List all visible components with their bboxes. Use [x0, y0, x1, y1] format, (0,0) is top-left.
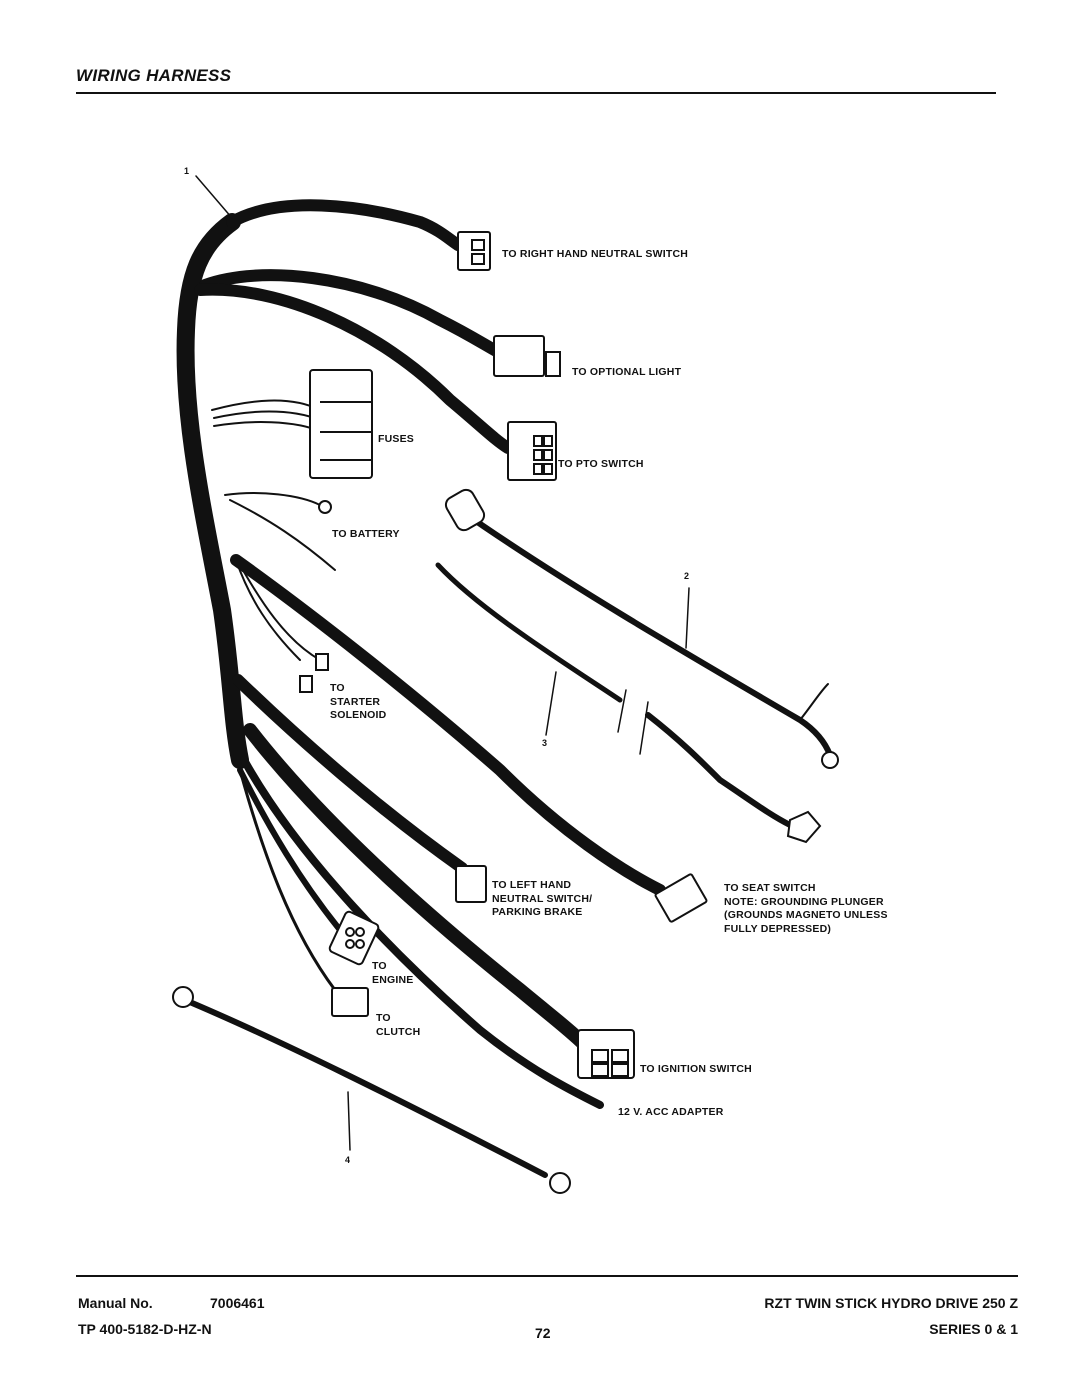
callout-line-3	[545, 671, 557, 736]
callout-3: 3	[542, 738, 548, 748]
ground-strap-ring-a	[172, 986, 194, 1008]
cable-3	[435, 562, 623, 703]
starter-terminal-a	[299, 675, 313, 693]
page-number: 72	[535, 1325, 551, 1341]
callout-line-1	[195, 175, 233, 219]
connector-seat-switch	[444, 488, 486, 532]
callout-4: 4	[345, 1155, 351, 1165]
branch-seat-switch	[230, 554, 666, 896]
callout-line-2	[685, 587, 690, 649]
label-pto: TO PTO SWITCH	[558, 458, 644, 470]
connector-left-neutral	[455, 865, 487, 903]
connector-seat-plug	[654, 873, 708, 923]
manual-label: Manual No.	[78, 1295, 153, 1311]
branch-acc	[240, 756, 604, 1109]
series-label: SERIES 0 & 1	[929, 1321, 1018, 1337]
branch-engine	[237, 767, 343, 933]
manual-number: 7006461	[210, 1295, 265, 1311]
title-divider	[76, 92, 996, 94]
branch-left-neutral	[232, 674, 468, 874]
branch-clutch	[238, 768, 337, 992]
product-name: RZT TWIN STICK HYDRO DRIVE 250 Z	[764, 1295, 1018, 1311]
ring-terminal-2	[821, 751, 839, 769]
label-fuses: FUSES	[378, 433, 415, 445]
starter-wires	[235, 559, 301, 661]
branch-ignition	[243, 723, 592, 1052]
fuse-block	[309, 369, 373, 479]
label-acc-adapter: 12 V. ACC ADAPTER	[618, 1106, 724, 1118]
starter-terminal-b	[315, 653, 329, 671]
callout-2: 2	[684, 571, 690, 581]
spade-terminal-3	[786, 810, 822, 844]
label-left-neutral: TO LEFT HAND NEUTRAL SWITCH/ PARKING BRA…	[492, 879, 593, 918]
label-engine: TO ENGINE	[372, 960, 414, 986]
battery-wire	[224, 492, 321, 506]
label-seat-switch: TO SEAT SWITCH NOTE: GROUNDING PLUNGER (…	[724, 882, 888, 935]
battery-ring-terminal	[318, 500, 332, 514]
harness-trunk	[176, 213, 249, 769]
branch-right-neutral	[226, 199, 464, 251]
branch-pto	[194, 283, 514, 454]
label-ignition: TO IGNITION SWITCH	[640, 1063, 752, 1075]
label-battery: TO BATTERY	[332, 528, 400, 540]
connector-engine	[328, 910, 380, 966]
tp-code: TP 400-5182-D-HZ-N	[78, 1321, 212, 1337]
ground-strap-ring-b	[549, 1172, 571, 1194]
connector-clutch	[331, 987, 369, 1017]
fuse-wires	[211, 399, 321, 411]
connector-optional-light	[493, 335, 545, 377]
cable-2	[457, 507, 833, 758]
footer-divider	[76, 1275, 1018, 1277]
label-starter: TO STARTER SOLENOID	[330, 682, 387, 721]
page-title: WIRING HARNESS	[76, 66, 232, 85]
callout-line-4	[347, 1091, 351, 1151]
label-clutch: TO CLUTCH	[376, 1012, 421, 1038]
ground-strap-4	[182, 997, 548, 1178]
branch-optional-light	[199, 269, 504, 358]
label-optional-light: TO OPTIONAL LIGHT	[572, 366, 682, 378]
label-right-neutral: TO RIGHT HAND NEUTRAL SWITCH	[502, 248, 689, 260]
callout-1: 1	[184, 166, 190, 176]
